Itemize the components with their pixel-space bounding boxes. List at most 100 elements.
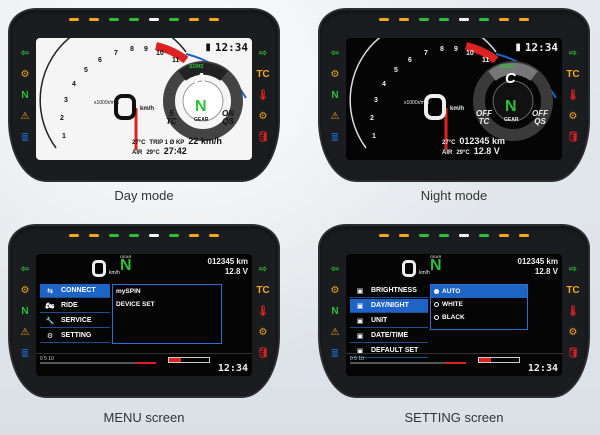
- shift-led: [169, 234, 179, 237]
- svg-text:6: 6: [98, 57, 102, 64]
- svg-text:8: 8: [130, 46, 134, 53]
- option-auto[interactable]: AUTO: [431, 285, 527, 298]
- gear-indicator: N: [505, 98, 517, 115]
- setting-item-unit[interactable]: ▣UNIT: [350, 314, 428, 328]
- connect-icon: ⇆: [47, 287, 53, 295]
- menu-item-connect[interactable]: ⇆ CONNECT: [40, 284, 110, 298]
- left-indicators: ⇦⚙N⚠≣: [328, 264, 342, 359]
- shift-led: [69, 234, 79, 237]
- setting-item-brightness[interactable]: ▣BRIGHTNESS: [350, 284, 428, 298]
- option-white[interactable]: WHITE: [431, 298, 527, 311]
- sdms-label: SDMS: [499, 64, 514, 70]
- shift-led: [189, 18, 199, 21]
- svg-text:2: 2: [370, 115, 374, 122]
- indicator-light-icon: 🌡: [566, 90, 580, 101]
- svg-text:9: 9: [144, 46, 148, 53]
- shift-led: [69, 18, 79, 21]
- indicator-light-icon: ⚠: [330, 111, 340, 122]
- shift-led: [499, 234, 509, 237]
- right-indicators: ⇨TC🌡⚙🛢: [566, 48, 580, 143]
- menu-item-label: CONNECT: [61, 287, 96, 294]
- shift-led: [459, 234, 469, 237]
- setting-item-day-night[interactable]: ▣DAY/NIGHT: [350, 299, 428, 313]
- indicator-light-icon: ⇨: [568, 264, 578, 275]
- gear-ring: [163, 61, 243, 141]
- rpm-unit: x1000r/min: [404, 100, 429, 106]
- battery-icon: ▮: [205, 42, 211, 53]
- menu-item-label: SETTING: [61, 332, 92, 339]
- svg-text:11: 11: [482, 57, 490, 64]
- setting-item-label: BRIGHTNESS: [371, 287, 417, 294]
- shift-led: [149, 234, 159, 237]
- bottom-bar: 0 5 10 12:34: [36, 353, 252, 376]
- submenu-myspin[interactable]: mySPIN: [116, 288, 141, 295]
- menu-item-service[interactable]: 🔧SERVICE: [40, 314, 110, 328]
- gear-ring: [473, 61, 553, 141]
- speed-digit: [114, 94, 136, 120]
- status-topbar: ▮ 12:34: [515, 41, 558, 54]
- svg-text:7: 7: [114, 50, 118, 57]
- shift-leds: [10, 18, 278, 21]
- indicator-light-icon: ⇨: [258, 48, 268, 59]
- indicator-light-icon: ⚙: [330, 69, 340, 80]
- indicator-light-icon: 🛢: [566, 348, 580, 359]
- indicator-light-icon: TC: [566, 69, 580, 80]
- setting-item-date-time[interactable]: ▣DATE/TIME: [350, 329, 428, 343]
- menu-item-setting[interactable]: ⚙ SETTING: [40, 329, 110, 343]
- indicator-light-icon: 🛢: [566, 132, 580, 143]
- setting-item-default-set[interactable]: ▣DEFAULT SET: [350, 344, 428, 358]
- svg-text:4: 4: [382, 81, 386, 88]
- sdms-label: SDMS: [189, 64, 204, 70]
- indicator-light-icon: ⇦: [20, 48, 30, 59]
- bottom-bar: 0 5 10 12:34: [346, 353, 562, 376]
- shift-led: [519, 234, 529, 237]
- shift-led: [419, 234, 429, 237]
- gear-label: GEAR: [194, 117, 209, 123]
- indicator-light-icon: TC: [256, 69, 270, 80]
- svg-text:4: 4: [72, 81, 76, 88]
- setting-item-icon: ▣: [356, 332, 364, 340]
- shift-led: [519, 18, 529, 21]
- shift-leds: [10, 234, 278, 237]
- indicator-light-icon: ⚙: [330, 285, 340, 296]
- indicator-light-icon: ⚙: [20, 69, 30, 80]
- svg-text:5: 5: [84, 67, 88, 74]
- rpm-redzone: [446, 362, 466, 364]
- fuel-gauge: [478, 357, 520, 363]
- indicator-light-icon: ⇨: [258, 264, 268, 275]
- rpm-scale: 0 5 10: [350, 356, 364, 362]
- indicator-light-icon: ⚙: [568, 327, 578, 338]
- option-black[interactable]: BLACK: [431, 311, 527, 324]
- shift-led: [189, 234, 199, 237]
- indicator-light-icon: ≣: [20, 132, 30, 143]
- shift-led: [379, 234, 389, 237]
- setting-icon: ⚙: [46, 332, 54, 340]
- menu-sub-panel: mySPIN DEVICE SET: [112, 284, 222, 344]
- menu-item-ride[interactable]: 🏍RIDE: [40, 299, 110, 313]
- svg-text:8: 8: [440, 46, 444, 53]
- indicator-light-icon: N: [331, 306, 339, 317]
- clock: 12:34: [217, 363, 248, 374]
- indicator-light-icon: ⇦: [20, 264, 30, 275]
- rpm-redzone: [136, 362, 156, 364]
- option-label: WHITE: [442, 301, 463, 308]
- shift-leds: [320, 234, 588, 237]
- submenu-device-set[interactable]: DEVICE SET: [116, 301, 155, 308]
- rpm-bar: [350, 362, 446, 364]
- menu-list: ⇆ CONNECT 🏍RIDE🔧SERVICE ⚙ SETTING: [40, 284, 110, 344]
- gear-indicator: N: [120, 257, 132, 274]
- shift-led: [169, 18, 179, 21]
- option-label: AUTO: [442, 288, 461, 295]
- indicator-light-icon: ≣: [330, 132, 340, 143]
- shift-led: [209, 234, 219, 237]
- indicator-light-icon: ⚠: [20, 111, 30, 122]
- ride-mode: A: [195, 70, 206, 87]
- rpm-unit: x1000r/min: [94, 100, 119, 106]
- setting-list: ▣BRIGHTNESS▣DAY/NIGHT▣UNIT▣DATE/TIME▣DEF…: [350, 284, 428, 359]
